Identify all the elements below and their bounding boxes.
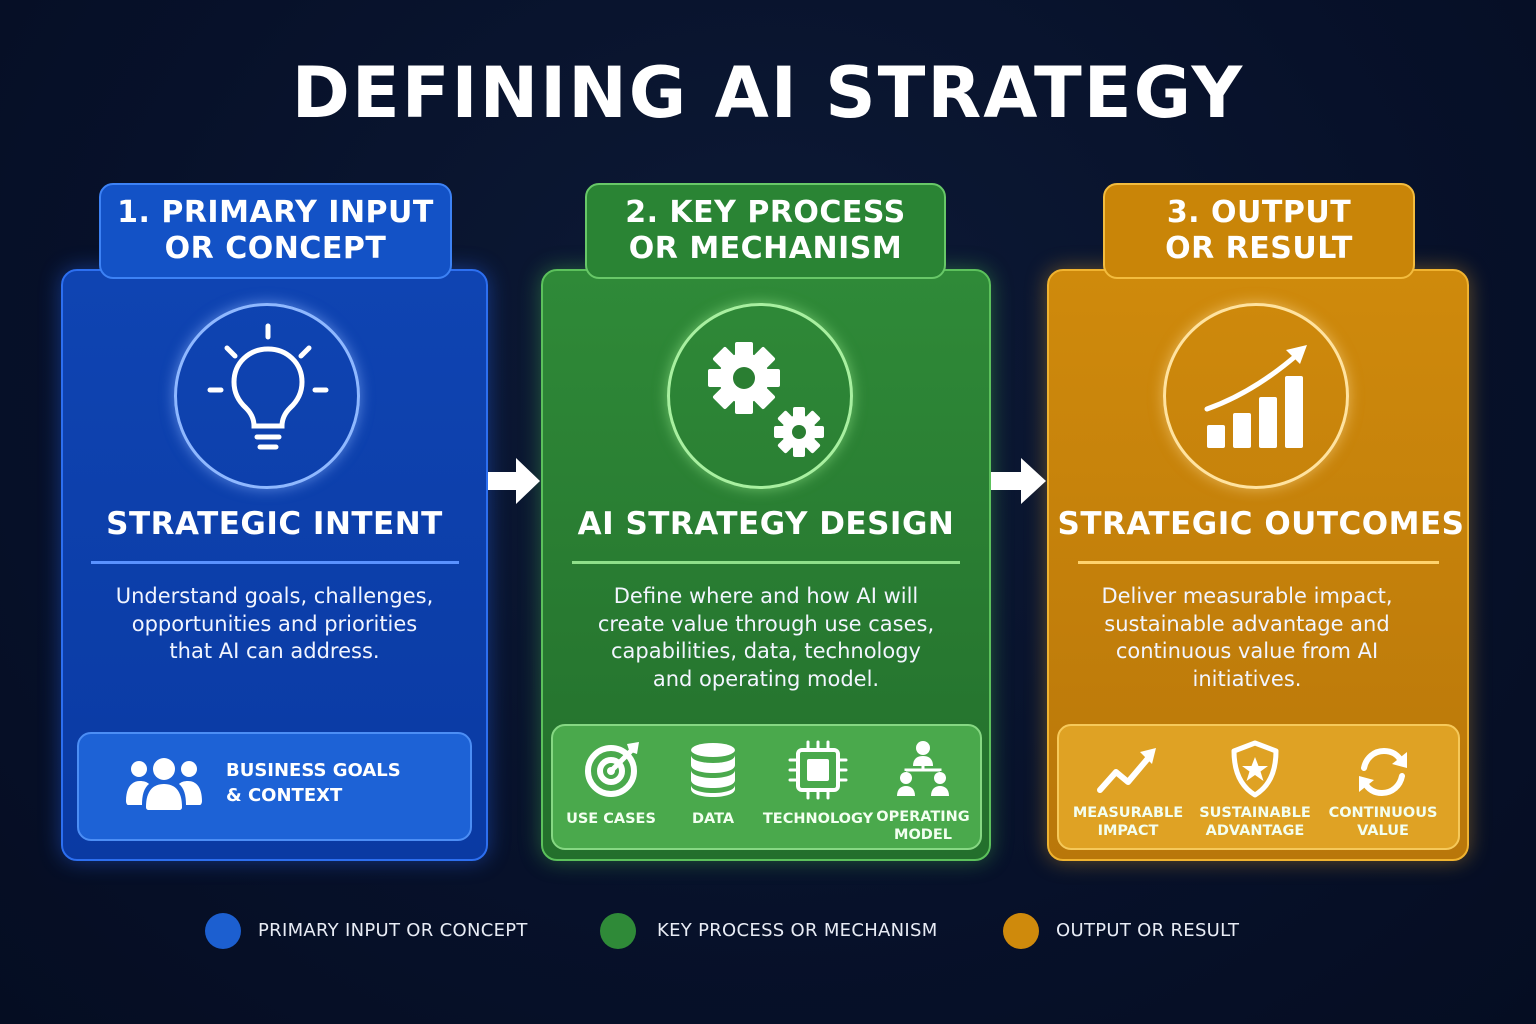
legend-label-input: PRIMARY INPUT OR CONCEPT (258, 920, 528, 941)
people-icon (126, 758, 202, 810)
description-line: capabilities, data, technology (611, 639, 921, 663)
flow-arrow-icon (991, 458, 1046, 504)
feature-label-line: MEASURABLE (1072, 805, 1184, 821)
legend-swatch-input (205, 913, 241, 949)
growth-chart-icon (1204, 345, 1307, 448)
stage-icon-circle (174, 303, 360, 489)
feature-label-business-goals: BUSINESS GOALS & CONTEXT (226, 758, 401, 808)
description-line: and operating model. (652, 666, 880, 691)
stage-tab-input: 1. PRIMARY INPUT OR CONCEPT (99, 183, 452, 279)
feature-label-line: BUSINESS GOALS (226, 760, 401, 781)
feature-label-line: & CONTEXT (226, 785, 343, 806)
trend-up-icon (1097, 748, 1156, 793)
feature-label-line: USE CASES (566, 811, 656, 827)
feature-label-line: VALUE (1357, 823, 1409, 839)
description-line: Define where and how AI will (613, 584, 919, 608)
stage-tab-line: OR CONCEPT (164, 231, 387, 266)
feature-label-line: IMPACT (1097, 823, 1159, 839)
description-line: Understand goals, challenges, (115, 584, 434, 608)
description-line: that AI can address. (169, 639, 380, 663)
feature-label-line: OPERATING (876, 809, 970, 825)
stage-tab-output: 3. OUTPUT OR RESULT (1103, 183, 1415, 279)
database-icon (691, 743, 735, 797)
feature-label-line: ADVANTAGE (1205, 823, 1305, 839)
lightbulb-icon (207, 323, 329, 450)
feature-label-line: SUSTAINABLE (1199, 805, 1311, 821)
stage-tab-line: 3. OUTPUT (1166, 195, 1352, 230)
description-line: opportunities and priorities (131, 611, 418, 636)
stage-tab-process: 2. KEY PROCESS OR MECHANISM (585, 183, 946, 279)
refresh-icon (1359, 747, 1407, 797)
feature-label-line: DATA (691, 811, 735, 827)
stage-tab-line: OR MECHANISM (628, 231, 903, 266)
feature-label-line: CONTINUOUS (1328, 805, 1438, 821)
feature-label-line: MODEL (894, 827, 952, 843)
stage-tab-line: OR RESULT (1165, 231, 1353, 266)
gears-icon (708, 342, 824, 457)
description-line: initiatives. (1192, 666, 1302, 691)
description-line: sustainable advantage and (1104, 611, 1390, 636)
stage-heading-output: STRATEGIC OUTCOMES (1057, 506, 1465, 542)
flow-arrow-icon (488, 458, 540, 504)
divider (91, 561, 459, 564)
stage-icon-circle (1163, 303, 1349, 489)
description-line: Deliver measurable impact, (1101, 584, 1393, 608)
stage-description-input: Understand goals, challenges, opportunit… (61, 583, 488, 666)
org-chart-icon (897, 741, 949, 796)
feature-label-line: TECHNOLOGY (762, 811, 874, 827)
divider (1078, 561, 1439, 564)
stage-heading-input: STRATEGIC INTENT (106, 506, 443, 542)
description-line: create value through use cases, (597, 611, 935, 636)
description-line: continuous value from AI (1115, 639, 1379, 663)
stage-description-output: Deliver measurable impact, sustainable a… (1047, 583, 1447, 693)
stage-icon-circle (667, 303, 853, 489)
stage-tab-line: 1. PRIMARY INPUT (117, 195, 434, 230)
target-icon (585, 742, 639, 797)
divider (572, 561, 960, 564)
stage-description-process: Define where and how AI will create valu… (541, 583, 991, 693)
page-title: DEFINING AI STRATEGY (291, 52, 1245, 134)
stage-heading-process: AI STRATEGY DESIGN (577, 506, 955, 542)
shield-star-icon (1231, 740, 1279, 798)
stage-tab-line: 2. KEY PROCESS (625, 195, 906, 230)
legend-label-output: OUTPUT OR RESULT (1056, 920, 1240, 941)
chip-icon (788, 740, 848, 800)
legend-label-process: KEY PROCESS OR MECHANISM (657, 920, 938, 941)
legend-swatch-process (600, 913, 636, 949)
legend-swatch-output (1003, 913, 1039, 949)
